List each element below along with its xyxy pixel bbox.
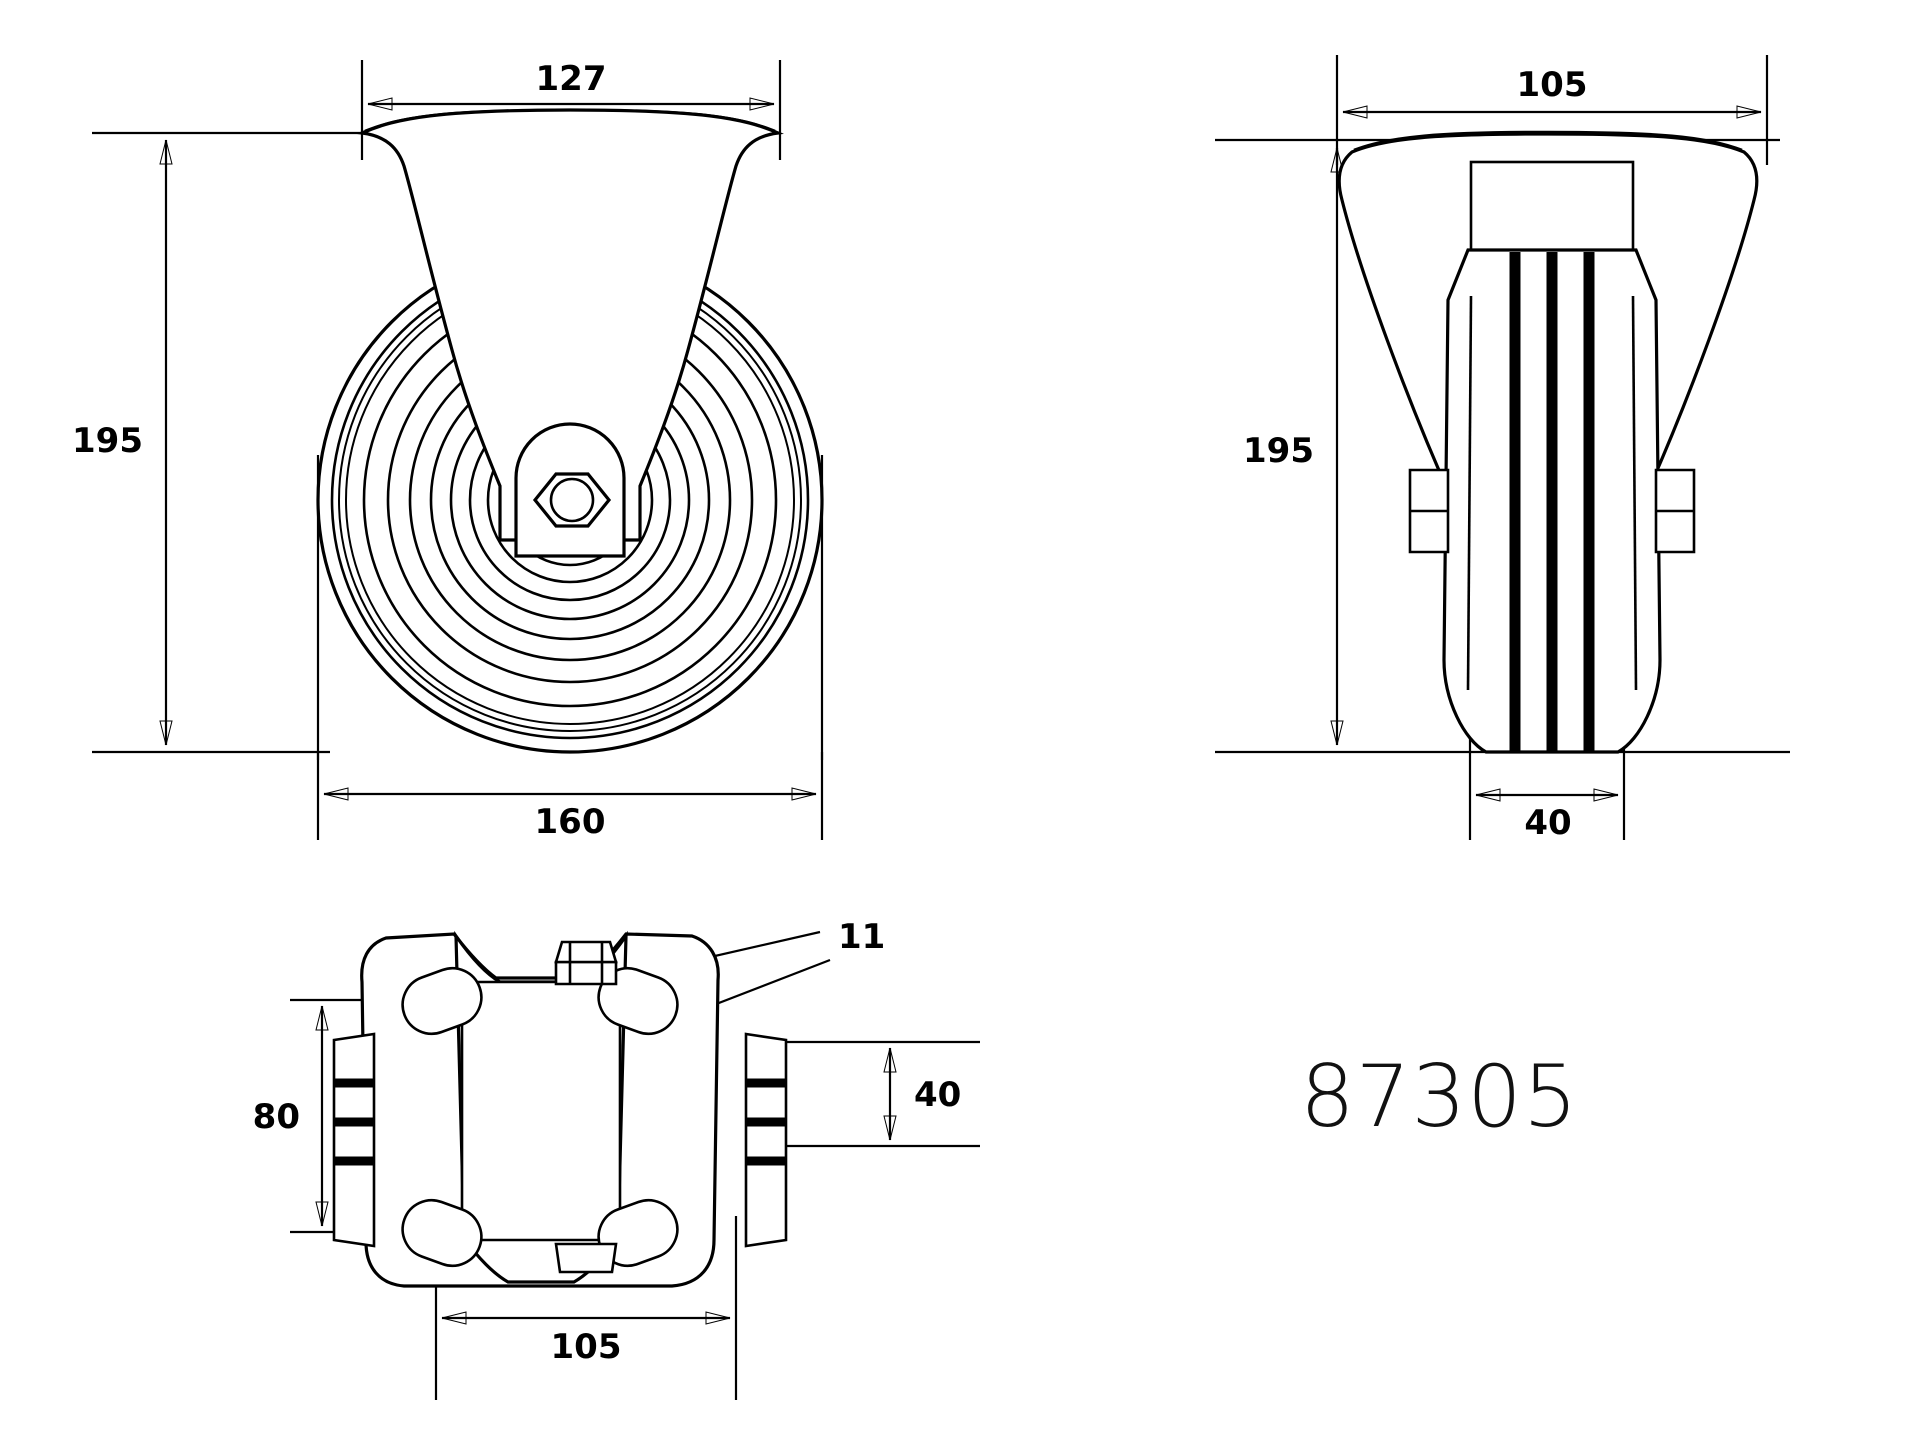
dimension-label-195-front: 195 — [72, 421, 143, 461]
part-number-label: 87305 — [1300, 1047, 1579, 1147]
dimension-105-side: 105 — [1342, 65, 1762, 119]
plan-bottom-tab — [554, 1242, 618, 1274]
dimension-label-40-side: 40 — [1524, 803, 1571, 843]
side-wheel-flank-left — [1466, 295, 1473, 691]
plan-plate-body — [454, 930, 628, 1284]
dimension-label-105-side: 105 — [1517, 65, 1588, 105]
plan-view: 80 40 105 11 — [253, 917, 980, 1400]
front-fork-bracket — [356, 108, 784, 542]
part-number-block: 87305 — [1300, 1047, 1579, 1147]
side-wheel — [1442, 248, 1662, 754]
plan-bottom-tab-shape — [554, 1242, 618, 1274]
dimension-160: 160 — [323, 787, 817, 842]
dimension-195-front: 195 — [72, 139, 173, 746]
plate-body-panel — [460, 980, 622, 1242]
plan-wheel-tread-left — [332, 1032, 376, 1248]
dimension-195-side: 195 — [1243, 147, 1344, 746]
tread-block-left — [332, 1032, 376, 1248]
plan-hex-bolt-head — [554, 960, 618, 986]
plan-wheel-tread-right — [744, 1032, 788, 1248]
front-view: 127 195 160 — [72, 59, 824, 842]
dimension-11-leader: 11 — [635, 917, 885, 1020]
dimension-label-11: 11 — [838, 917, 885, 957]
dimension-80-plan: 80 — [253, 1005, 329, 1227]
side-bracket-top-edge — [1353, 130, 1743, 152]
dimension-label-127: 127 — [536, 59, 607, 99]
dimension-105-plan: 105 — [441, 1311, 731, 1367]
front-axle-hex-nut — [514, 422, 626, 558]
dimension-label-40-plan: 40 — [914, 1075, 961, 1115]
dimension-label-160: 160 — [535, 802, 606, 842]
side-wheel-flank-right — [1631, 295, 1638, 691]
dimension-label-105-plan: 105 — [551, 1327, 622, 1367]
fork-top-plate-edge — [364, 108, 776, 133]
tread-block-right — [744, 1032, 788, 1248]
plan-hex-bolt-shoulder — [554, 940, 618, 964]
plan-hex-bolt — [554, 940, 618, 986]
side-view: 105 195 40 — [1215, 55, 1790, 843]
dimension-40-side: 40 — [1475, 788, 1619, 843]
bolt-hole-top-left — [401, 966, 483, 1036]
dimension-label-195-side: 195 — [1243, 431, 1314, 471]
dimension-40-plan: 40 — [883, 1047, 961, 1141]
dimension-127: 127 — [367, 59, 775, 111]
bolt-hole-top-right — [597, 966, 679, 1036]
side-axle-lugs — [1408, 468, 1696, 554]
axle-hole — [549, 477, 595, 523]
dimension-label-80-plan: 80 — [253, 1097, 300, 1137]
bolt-hole-bottom-left — [401, 1198, 483, 1268]
